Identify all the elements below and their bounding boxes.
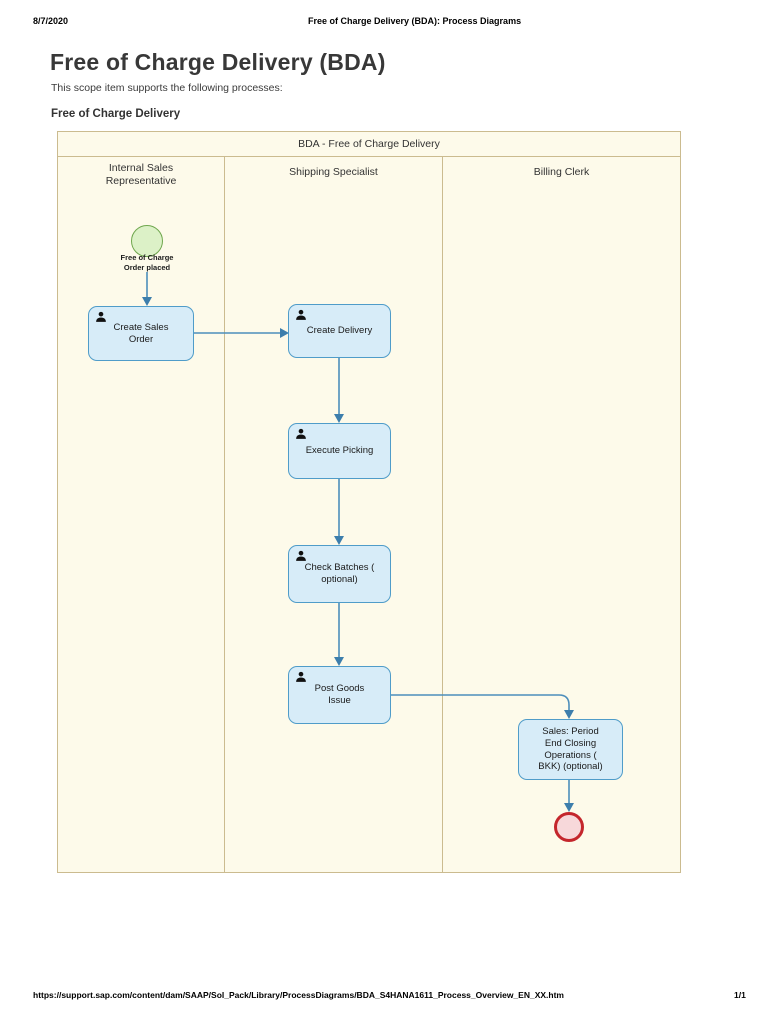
pool-title: BDA - Free of Charge Delivery: [58, 132, 680, 157]
task-execute-picking: Execute Picking: [288, 423, 391, 479]
lane-shipping-specialist: Shipping Specialist: [225, 157, 443, 872]
task-create-sales-order: Create Sales Order: [88, 306, 194, 361]
task-label: Execute Picking: [305, 445, 374, 457]
person-icon: [296, 671, 306, 682]
intro-text: This scope item supports the following p…: [51, 82, 283, 94]
swimlanes: Internal Sales Representative Shipping S…: [58, 157, 680, 872]
person-icon: [296, 550, 306, 561]
task-sales-period-end-closing: Sales: Period End Closing Operations ( B…: [518, 719, 623, 780]
lane-internal-sales-representative: Internal Sales Representative: [58, 157, 225, 872]
lane-label: Shipping Specialist: [289, 166, 378, 178]
start-event-label: Free of Charge Order placed: [120, 253, 174, 272]
page-title: Free of Charge Delivery (BDA): [50, 49, 386, 75]
process-diagram: BDA - Free of Charge Delivery Internal S…: [57, 131, 681, 873]
print-header-title: Free of Charge Delivery (BDA): Process D…: [308, 16, 522, 26]
start-event: [131, 225, 163, 257]
lane-label: Internal Sales Representative: [105, 162, 177, 188]
task-label: Check Batches ( optional): [304, 562, 375, 585]
task-check-batches: Check Batches ( optional): [288, 545, 391, 603]
task-label: Post Goods Issue: [314, 683, 365, 706]
person-icon: [296, 309, 306, 320]
task-create-delivery: Create Delivery: [288, 304, 391, 358]
task-label: Sales: Period End Closing Operations ( B…: [538, 725, 603, 773]
person-icon: [96, 311, 106, 322]
end-event: [554, 812, 584, 842]
task-post-goods-issue: Post Goods Issue: [288, 666, 391, 724]
section-title: Free of Charge Delivery: [51, 108, 181, 120]
lane-label: Billing Clerk: [533, 166, 590, 178]
lane-billing-clerk: Billing Clerk: [443, 157, 680, 872]
task-label: Create Delivery: [306, 325, 373, 337]
task-label: Create Sales Order: [113, 321, 169, 345]
person-icon: [296, 428, 306, 439]
print-footer-url: https://support.sap.com/content/dam/SAAP…: [33, 990, 564, 1000]
page-indicator: 1/1: [734, 990, 746, 1000]
print-date: 8/7/2020: [33, 16, 69, 26]
